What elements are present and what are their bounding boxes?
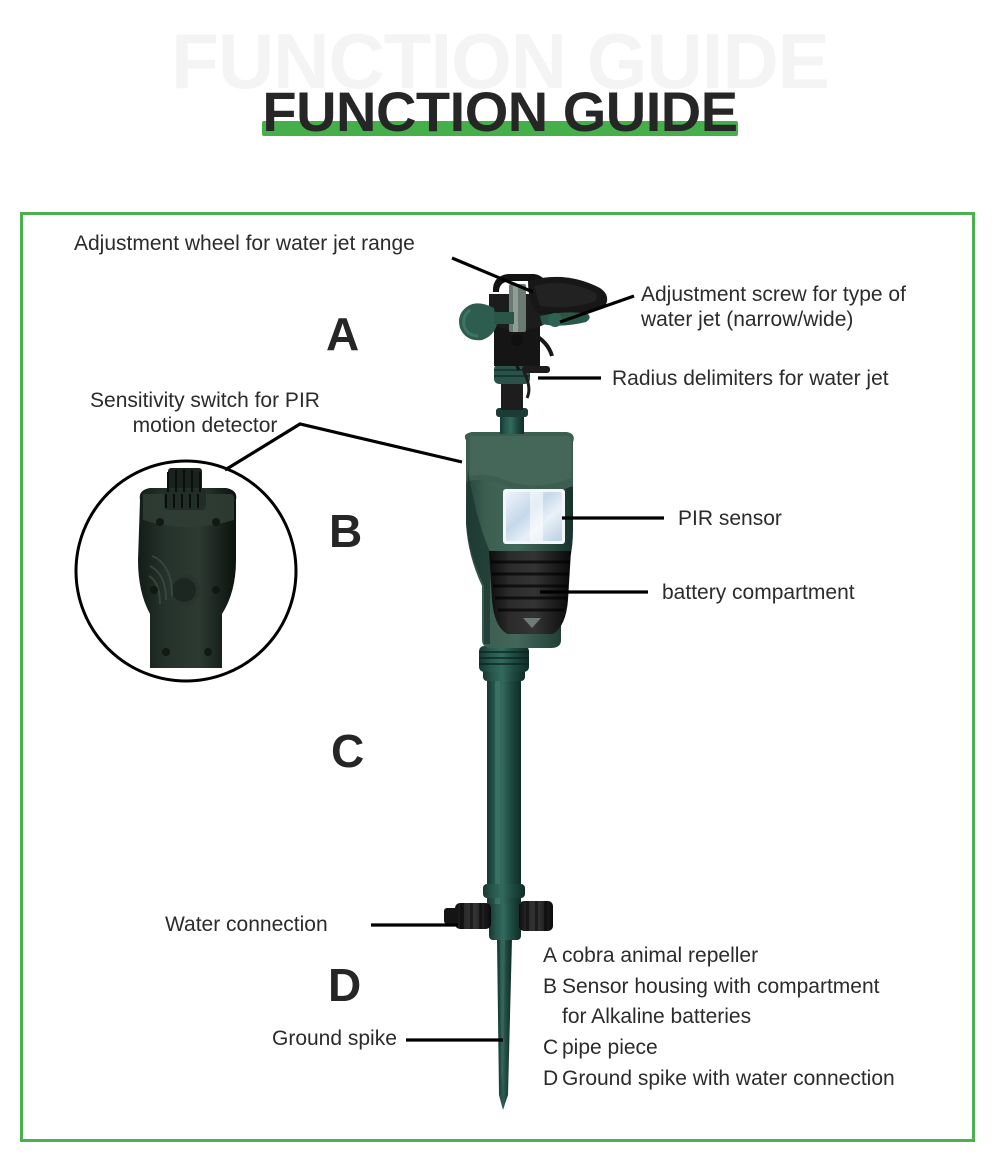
section-letter-c: C (331, 725, 365, 777)
section-letter-b: B (329, 505, 363, 557)
legend-item-c: C pipe piece (543, 1033, 973, 1064)
callout-sensitivity-switch: Sensitivity switch for PIR motion detect… (90, 389, 320, 437)
title-underline-bar (262, 121, 738, 136)
ghost-title-watermark: FUNCTION GUIDE (171, 17, 830, 105)
legend-text-d: Ground spike with water connection (562, 1066, 895, 1090)
legend-key-d: D (543, 1066, 559, 1090)
legend-item-d: D Ground spike with water connection (543, 1064, 973, 1095)
page-header: FUNCTION GUIDE FUNCTION GUIDE (0, 0, 1000, 200)
legend-item-b: B Sensor housing with compartment for Al… (543, 972, 973, 1033)
callout-ground-spike: Ground spike (272, 1027, 397, 1050)
callout-battery-compartment: battery compartment (662, 581, 855, 604)
legend-text-b: Sensor housing with compartment for Alka… (562, 974, 880, 1029)
callout-adjustment-wheel: Adjustment wheel for water jet range (74, 232, 415, 255)
legend-key-b: B (543, 974, 558, 998)
legend-key-c: C (543, 1035, 559, 1059)
legend-text-a: cobra animal repeller (562, 944, 759, 967)
page-title-container: FUNCTION GUIDE (0, 84, 1000, 140)
callout-water-connection: Water connection (165, 913, 328, 936)
section-letter-d: D (328, 959, 362, 1011)
callout-adjustment-screw: Adjustment screw for type of water jet (… (641, 283, 906, 331)
section-letter-a: A (326, 308, 360, 360)
legend-key-a: A (543, 944, 558, 967)
page-title: FUNCTION GUIDE (262, 80, 738, 143)
legend-item-a: A cobra animal repeller (543, 941, 973, 972)
callout-pir-sensor: PIR sensor (678, 507, 782, 530)
legend-list: A cobra animal repeller B Sensor housing… (543, 941, 973, 1094)
legend-text-c: pipe piece (562, 1035, 658, 1059)
callout-radius-delimiters: Radius delimiters for water jet (612, 367, 889, 390)
